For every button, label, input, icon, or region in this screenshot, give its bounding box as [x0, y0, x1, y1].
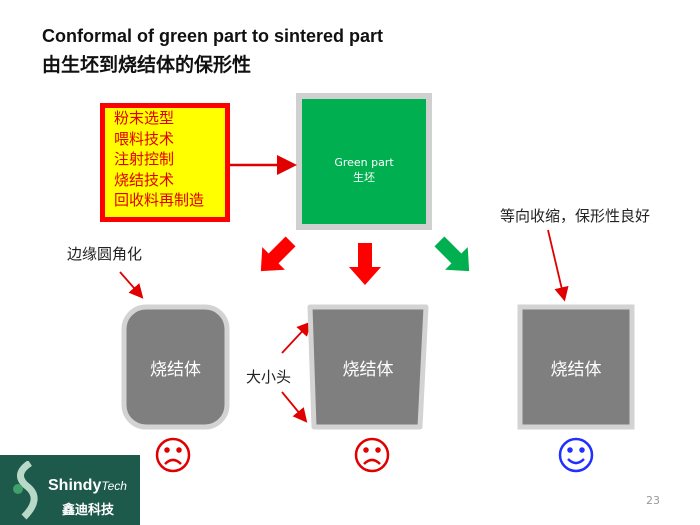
process-item: 粉末选型: [114, 109, 175, 127]
part-uniform: [517, 304, 635, 430]
part-tapered: [307, 304, 429, 430]
block-arrow-down: [349, 243, 381, 285]
title-en: Conformal of green part to sintered part: [42, 26, 384, 46]
process-item: 回收料再制造: [114, 191, 205, 209]
logo-mark-icon: [13, 461, 38, 520]
title-cn: 由生坯到烧结体的保形性: [42, 54, 252, 76]
sad-face-icon: [155, 437, 191, 473]
process-item: 喂料技术: [114, 129, 175, 148]
logo-suffix: Tech: [101, 479, 127, 493]
green-part-label-cn: 生坯: [353, 171, 375, 184]
sad-face-icon: [354, 437, 390, 473]
annotation-isotropic: 等向收缩，保形性良好: [500, 207, 651, 225]
process-item: 注射控制: [114, 150, 175, 168]
process-item: 烧结技术: [114, 170, 175, 189]
block-arrow-left: [260, 236, 296, 272]
part-label: 烧结体: [342, 360, 394, 380]
arrow-isotropic: [547, 229, 569, 302]
part-label: 烧结体: [150, 360, 201, 380]
green-part-label-en: Green part: [334, 156, 394, 169]
logo-name: Shindy: [48, 477, 102, 494]
happy-face-icon: [558, 437, 594, 473]
arrow-edge-rounding: [119, 271, 144, 299]
arrow-top: [281, 321, 312, 354]
arrow-bottom: [281, 391, 308, 423]
page-number: 23: [646, 494, 660, 507]
process-factors-box: 粉末选型 喂料技术 注射控制 烧结技术 回收料再制造: [100, 103, 230, 222]
part-label: 烧结体: [550, 360, 602, 380]
part-rounded: [121, 304, 230, 430]
annotation-edge-rounding: 边缘圆角化: [67, 245, 143, 263]
company-logo: ShindyTech 鑫迪科技: [0, 455, 140, 525]
logo-cn: 鑫迪科技: [62, 503, 115, 518]
green-part-box: Green part 生坯: [296, 93, 432, 230]
block-arrow-right: [434, 236, 470, 272]
annotation-taper: 大小头: [246, 368, 292, 386]
